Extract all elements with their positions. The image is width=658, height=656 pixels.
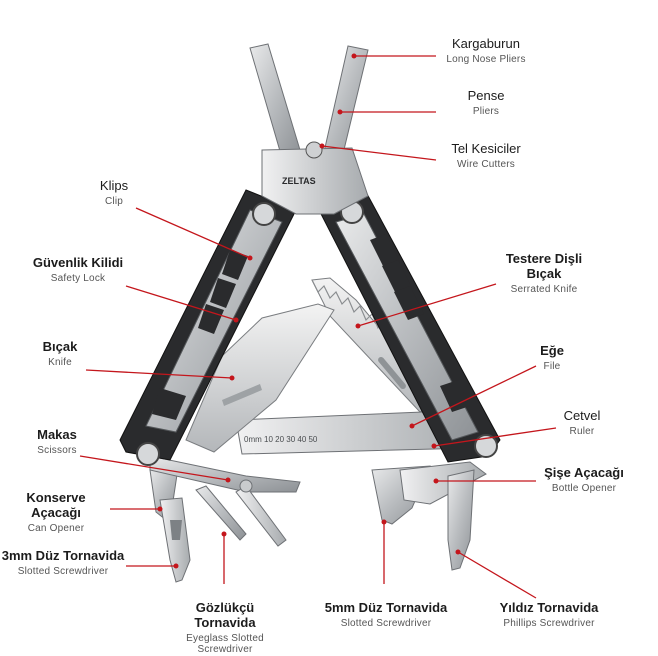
label-klips-en: Clip xyxy=(104,195,124,207)
leader-yildiz xyxy=(457,551,537,599)
label-sise-acacagi-en: Bottle Opener xyxy=(551,482,617,494)
label-tel-kesiciler-tr: Tel Kesiciler xyxy=(451,141,521,156)
label-testere: Testere Dişli Bıçak Serrated Knife xyxy=(494,251,594,295)
label-pense-en: Pliers xyxy=(472,105,500,117)
label-cetvel-en: Ruler xyxy=(569,425,595,437)
label-pense-tr: Pense xyxy=(467,88,505,103)
label-duz-5mm: 5mm Düz Tornavida Slotted Screwdriver xyxy=(322,600,450,629)
leader-guvenlik-kilidi xyxy=(125,285,237,321)
label-ege: Eğe File xyxy=(522,343,582,372)
label-pense: Pense Pliers xyxy=(436,88,536,117)
label-duz-5mm-en: Slotted Screwdriver xyxy=(340,617,432,629)
pliers-head: ZELTAS xyxy=(249,43,369,215)
label-tel-kesiciler-en: Wire Cutters xyxy=(457,158,515,170)
slotted-screwdriver-3mm-tool xyxy=(159,497,191,583)
leader-lines xyxy=(79,55,557,599)
label-guvenlik-kilidi-tr: Güvenlik Kilidi xyxy=(20,255,136,271)
leader-makas xyxy=(79,455,229,481)
label-kargaburun-tr: Kargaburun xyxy=(452,36,520,51)
label-makas: Makas Scissors xyxy=(27,427,87,456)
label-ege-en: File xyxy=(543,360,561,372)
label-gozlukcu: Gözlükçü Tornavida Eyeglass Slotted Scre… xyxy=(164,600,286,656)
label-sise-acacagi-text: Şişe Açacağı xyxy=(544,465,624,480)
label-bicak-text: Bıçak xyxy=(42,339,78,354)
label-guvenlik-kilidi: Güvenlik Kilidi Safety Lock xyxy=(20,255,136,284)
phillips-screwdriver-tool xyxy=(447,469,475,571)
label-konserve-tr: Konserve Açacağı xyxy=(0,490,112,521)
label-cetvel-tr: Cetvel xyxy=(563,408,601,423)
label-duz-3mm-en: Slotted Screwdriver xyxy=(17,565,109,577)
label-makas-tr: Makas xyxy=(27,427,87,443)
knife-tool xyxy=(185,303,335,453)
label-kargaburun-en: Long Nose Pliers xyxy=(446,53,526,65)
label-konserve: Konserve Açacağı Can Opener xyxy=(0,490,112,534)
scissors-tool xyxy=(149,455,301,547)
label-gozlukcu-text: Gözlükçü Tornavida xyxy=(194,600,256,630)
label-tel-kesiciler: Tel Kesiciler Wire Cutters xyxy=(436,141,536,170)
label-klips-tr: Klips xyxy=(99,178,129,193)
label-sise-acacagi-tr: Şişe Açacağı xyxy=(534,465,634,481)
label-gozlukcu-tr: Gözlükçü Tornavida xyxy=(164,600,286,631)
leader-ege xyxy=(411,365,537,427)
label-bicak-tr: Bıçak xyxy=(30,339,90,355)
label-duz-5mm-tr: 5mm Düz Tornavida xyxy=(322,600,450,616)
label-makas-en: Scissors xyxy=(37,444,77,456)
label-bicak-en: Knife xyxy=(48,356,72,368)
label-duz-3mm-text: 3mm Düz Tornavida xyxy=(1,548,125,563)
leader-dots xyxy=(157,53,461,569)
label-cetvel: Cetvel Ruler xyxy=(552,408,612,437)
leader-klips xyxy=(135,207,251,259)
label-testere-text: Testere Dişli Bıçak xyxy=(505,251,583,281)
label-ege-text: Eğe xyxy=(540,343,564,358)
leader-cetvel xyxy=(433,427,557,447)
label-gozlukcu-en: Eyeglass Slotted Screwdriver xyxy=(186,632,264,656)
label-konserve-text: Konserve Açacağı xyxy=(26,490,86,520)
label-testere-en: Serrated Knife xyxy=(510,283,578,295)
ruler-scale-text: 0mm 10 20 30 40 50 xyxy=(244,435,318,444)
leader-tel-kesiciler xyxy=(321,145,437,161)
leader-bicak xyxy=(85,369,233,379)
label-guvenlik-kilidi-en: Safety Lock xyxy=(50,272,106,284)
label-duz-3mm-tr: 3mm Düz Tornavida xyxy=(0,548,126,564)
label-ege-tr: Eğe xyxy=(522,343,582,359)
label-bicak: Bıçak Knife xyxy=(30,339,90,368)
label-kargaburun: Kargaburun Long Nose Pliers xyxy=(436,36,536,65)
label-yildiz-en: Phillips Screwdriver xyxy=(503,617,595,629)
label-sise-acacagi: Şişe Açacağı Bottle Opener xyxy=(534,465,634,494)
label-duz-5mm-text: 5mm Düz Tornavida xyxy=(324,600,448,615)
eyeglass-screwdriver-tool xyxy=(195,485,247,541)
label-guvenlik-kilidi-text: Güvenlik Kilidi xyxy=(32,255,124,270)
label-testere-tr: Testere Dişli Bıçak xyxy=(494,251,594,282)
brand-logo: ZELTAS xyxy=(282,176,316,186)
leader-testere xyxy=(357,283,497,327)
label-konserve-en: Can Opener xyxy=(27,522,85,534)
label-klips: Klips Clip xyxy=(84,178,144,207)
label-yildiz-tr: Yıldız Tornavida xyxy=(496,600,602,616)
label-yildiz-text: Yıldız Tornavida xyxy=(499,600,599,615)
label-duz-3mm: 3mm Düz Tornavida Slotted Screwdriver xyxy=(0,548,126,577)
label-makas-text: Makas xyxy=(37,427,77,442)
label-yildiz: Yıldız Tornavida Phillips Screwdriver xyxy=(496,600,602,629)
